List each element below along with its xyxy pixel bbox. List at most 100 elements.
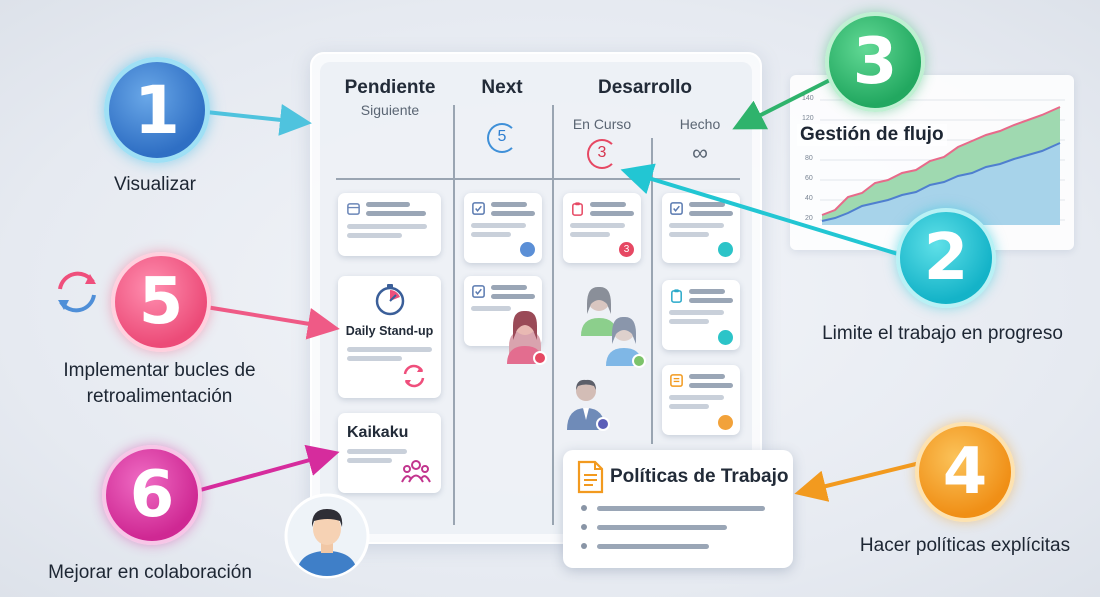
- column-subtitle-siguiente: Siguiente: [360, 102, 420, 118]
- daily-standup-label: Daily Stand-up: [345, 324, 434, 338]
- card-line: [347, 233, 402, 238]
- refresh-icon: [403, 364, 425, 388]
- policy-line: [597, 506, 765, 511]
- wip-limit-hecho-value: ∞: [692, 140, 708, 165]
- task-card[interactable]: [662, 280, 740, 350]
- card-line: [669, 395, 724, 400]
- card-line: [347, 458, 392, 463]
- card-line: [689, 202, 725, 207]
- checkbox-icon: [472, 285, 485, 298]
- arrow-6: [192, 444, 340, 494]
- bullet: [581, 505, 587, 511]
- column-divider: [453, 105, 455, 525]
- card-line: [669, 319, 709, 324]
- policies-title: Políticas de Trabajo: [610, 466, 789, 487]
- column-title-next: Next: [481, 77, 523, 98]
- arrow-5: [205, 305, 340, 340]
- card-line: [347, 356, 402, 361]
- bullet: [581, 543, 587, 549]
- step-6-label: Mejorar en colaboración: [48, 562, 252, 583]
- assignee-dot: [718, 330, 733, 345]
- card-line: [366, 202, 410, 207]
- daily-standup-card[interactable]: Daily Stand-up: [338, 276, 441, 398]
- step-3-badge: 3: [825, 12, 925, 112]
- card-line: [590, 211, 634, 216]
- policies-card[interactable]: Políticas de Trabajo: [563, 450, 793, 568]
- step-5-label: Implementar bucles de retroalimentación: [63, 360, 256, 407]
- stopwatch-icon: [375, 284, 405, 316]
- cumulative-flow-chart: [820, 99, 1065, 225]
- user-avatar: [284, 493, 370, 579]
- step-2-badge: 2: [896, 208, 996, 308]
- subcolumn-title-en-curso: En Curso: [572, 116, 632, 132]
- card-line: [471, 232, 511, 237]
- card-line: [689, 383, 733, 388]
- card-line: [347, 449, 407, 454]
- card-line: [491, 211, 535, 216]
- document-icon: [577, 460, 604, 494]
- card-line: [689, 298, 733, 303]
- assignee-dot: [520, 242, 535, 257]
- avatar-woman-green: [581, 286, 617, 336]
- feedback-loop-icon: [58, 271, 96, 313]
- y-tick: 80: [805, 155, 813, 162]
- card-line: [689, 289, 725, 294]
- wip-badge: 3: [619, 242, 634, 257]
- wip-limit-next-icon: [487, 123, 517, 153]
- column-divider: [552, 105, 554, 525]
- arrow-4: [794, 461, 921, 502]
- arrow-2: [620, 163, 899, 256]
- column-divider: [651, 138, 653, 444]
- card-line: [669, 223, 724, 228]
- card-line: [347, 224, 427, 229]
- header-divider: [336, 178, 740, 180]
- assignee-dot: [718, 415, 733, 430]
- checkbox-icon: [670, 202, 683, 215]
- subcolumn-title-hecho: Hecho: [679, 116, 721, 132]
- task-card[interactable]: [338, 193, 441, 256]
- clipboard-icon: [572, 202, 583, 216]
- y-tick: 20: [805, 215, 813, 222]
- y-tick: 60: [805, 175, 813, 182]
- card-line: [491, 285, 527, 290]
- calendar-icon: [347, 203, 360, 215]
- card-line: [669, 232, 709, 237]
- y-tick: 140: [802, 95, 814, 102]
- kaikaku-card[interactable]: Kaikaku: [338, 413, 441, 493]
- step-1-badge: 1: [104, 57, 210, 163]
- avatar-woman-blue: [606, 316, 646, 368]
- wip-limit-en-curso-value: 3: [597, 144, 607, 161]
- card-line: [570, 232, 610, 237]
- step-4-label: Hacer políticas explícitas: [859, 535, 1071, 556]
- step-6-badge: 6: [102, 445, 202, 545]
- card-line: [689, 211, 733, 216]
- policy-line: [597, 525, 727, 530]
- team-icon: [401, 460, 431, 483]
- step-2-label: Limite el trabajo en progreso: [822, 323, 1063, 344]
- card-line: [471, 223, 526, 228]
- kaikaku-label: Kaikaku: [347, 424, 409, 441]
- card-line: [491, 294, 535, 299]
- chart-title: Gestión de flujo: [797, 124, 947, 146]
- task-card[interactable]: [662, 365, 740, 435]
- step-4-badge: 4: [915, 422, 1015, 522]
- assignee-dot: [718, 242, 733, 257]
- step-1-label: Visualizar: [113, 174, 197, 195]
- card-line: [689, 374, 725, 379]
- column-title-pendiente: Pendiente: [344, 77, 436, 98]
- bullet: [581, 524, 587, 530]
- task-card[interactable]: 3: [563, 193, 641, 263]
- task-card[interactable]: [662, 193, 740, 263]
- card-line: [366, 211, 426, 216]
- card-line: [347, 347, 432, 352]
- card-line: [669, 310, 724, 315]
- card-line: [570, 223, 625, 228]
- list-icon: [670, 374, 683, 387]
- arrow-3: [732, 78, 831, 130]
- wip-limit-next-value: 5: [497, 128, 507, 145]
- task-card[interactable]: [464, 193, 542, 263]
- policy-line: [597, 544, 709, 549]
- card-line: [491, 202, 527, 207]
- checkbox-icon: [472, 202, 485, 215]
